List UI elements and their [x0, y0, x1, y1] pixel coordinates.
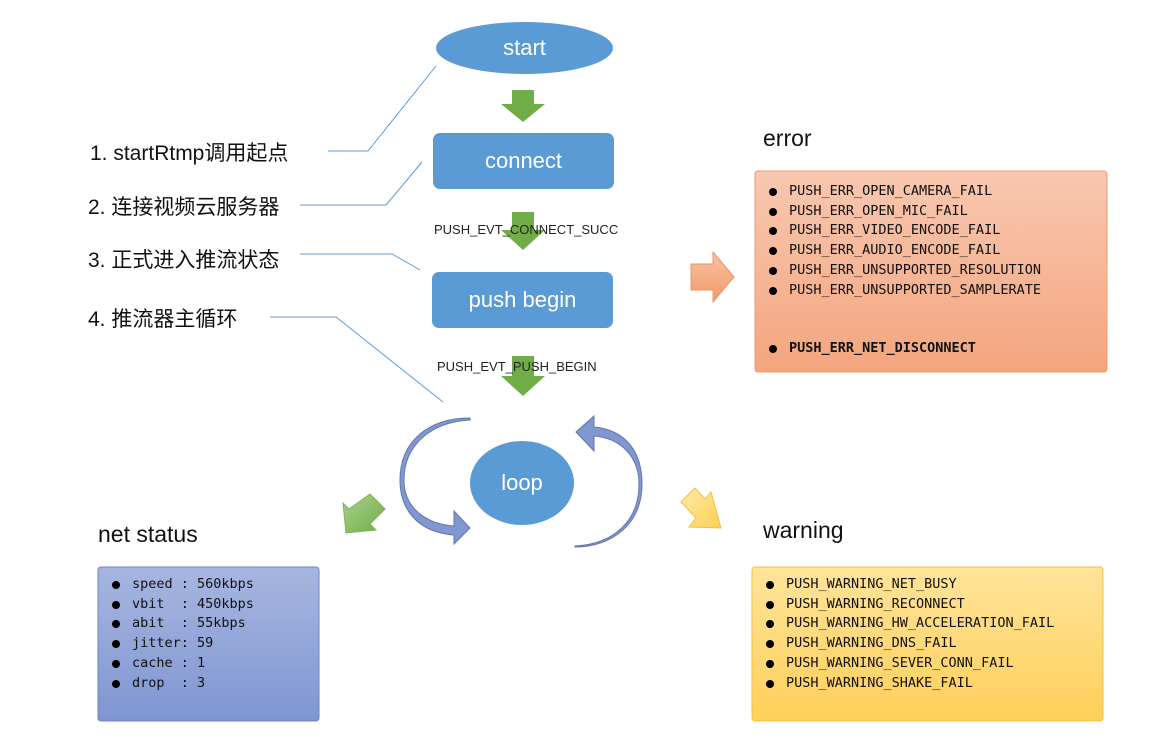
bullet-icon [769, 266, 777, 275]
connect-node: connect [433, 133, 614, 189]
bullet-icon [769, 345, 777, 354]
down-arrow-icon [501, 212, 545, 250]
list-item: PUSH_WARNING_SEVER_CONN_FAIL [764, 654, 1103, 674]
list-item: vbit : 450kbps [110, 595, 319, 615]
loop-arrow-right-icon [574, 414, 643, 548]
loop-node-label: loop [501, 470, 543, 495]
list-item: abit : 55kbps [110, 614, 319, 634]
arrow-to-warning-icon [680, 487, 722, 529]
arrow-to-net-status-icon [342, 493, 386, 534]
step-label-3: 3. 正式进入推流状态 [88, 249, 280, 272]
arrow-right-to-error-icon [690, 250, 735, 304]
list-item: jitter: 59 [110, 634, 319, 654]
event-connect-succ: PUSH_EVT_CONNECT_SUCC [434, 222, 619, 237]
warning-list: PUSH_WARNING_NET_BUSY PUSH_WARNING_RECON… [752, 567, 1103, 721]
net-status-list: speed : 560kbps vbit : 450kbps abit : 55… [98, 567, 319, 721]
list-item: PUSH_WARNING_NET_BUSY [764, 575, 1103, 595]
net-status-box-bg [97, 566, 320, 722]
error-title: error [763, 125, 812, 151]
down-arrow-icon [501, 356, 545, 396]
bullet-icon [766, 679, 774, 688]
start-node-label: start [503, 35, 546, 60]
list-item: PUSH_WARNING_SHAKE_FAIL [764, 674, 1103, 694]
bullet-icon [769, 286, 777, 295]
list-item: PUSH_ERR_UNSUPPORTED_SAMPLERATE [767, 281, 1107, 301]
loop-node: loop [470, 441, 574, 525]
warning-box-bg [751, 566, 1104, 722]
bullet-icon [766, 600, 774, 609]
list-item: PUSH_ERR_OPEN_CAMERA_FAIL [767, 182, 1107, 202]
list-item: PUSH_WARNING_DNS_FAIL [764, 634, 1103, 654]
list-item: PUSH_WARNING_HW_ACCELERATION_FAIL [764, 614, 1103, 634]
bullet-icon [112, 620, 120, 629]
bullet-icon [769, 227, 777, 236]
push-begin-node-label: push begin [468, 287, 577, 312]
error-box-bg [754, 170, 1108, 373]
event-push-begin: PUSH_EVT_PUSH_BEGIN [437, 359, 597, 374]
list-item: drop : 3 [110, 674, 319, 694]
list-item: PUSH_ERR_UNSUPPORTED_RESOLUTION [767, 261, 1107, 281]
warning-title: warning [763, 517, 844, 543]
step3-leader-line [300, 253, 421, 271]
list-item: speed : 560kbps [110, 575, 319, 595]
bullet-icon [766, 659, 774, 668]
step4-leader-line [270, 316, 444, 403]
bullet-icon [769, 247, 777, 256]
bullet-icon [112, 600, 120, 609]
step1-leader-line [328, 65, 437, 152]
step-label-2: 2. 连接视频云服务器 [88, 196, 280, 219]
bullet-icon [112, 640, 120, 649]
connect-node-label: connect [484, 148, 563, 173]
bullet-icon [766, 581, 774, 589]
bullet-icon [112, 659, 120, 668]
start-node: start [436, 22, 613, 74]
bullet-icon [112, 679, 120, 688]
bullet-icon [112, 581, 120, 589]
bullet-icon [766, 620, 774, 629]
list-item: PUSH_ERR_AUDIO_ENCODE_FAIL [767, 241, 1107, 261]
loop-arrow-left-icon [399, 417, 471, 546]
error-list: PUSH_ERR_OPEN_CAMERA_FAIL PUSH_ERR_OPEN_… [755, 174, 1107, 372]
list-item: PUSH_WARNING_RECONNECT [764, 595, 1103, 615]
list-item: PUSH_ERR_VIDEO_ENCODE_FAIL [767, 221, 1107, 241]
step-label-1: 1. startRtmp调用起点 [90, 142, 289, 165]
step-label-4: 4. 推流器主循环 [88, 308, 238, 331]
push-begin-node: push begin [432, 272, 613, 328]
bullet-icon [766, 640, 774, 649]
list-item: PUSH_ERR_OPEN_MIC_FAIL [767, 202, 1107, 222]
list-item: cache : 1 [110, 654, 319, 674]
bullet-icon [769, 188, 777, 196]
net-status-title: net status [98, 521, 198, 547]
bullet-icon [769, 207, 777, 216]
step2-leader-line [300, 161, 423, 206]
list-item-highlight: PUSH_ERR_NET_DISCONNECT [767, 339, 1107, 359]
down-arrow-icon [501, 90, 545, 122]
